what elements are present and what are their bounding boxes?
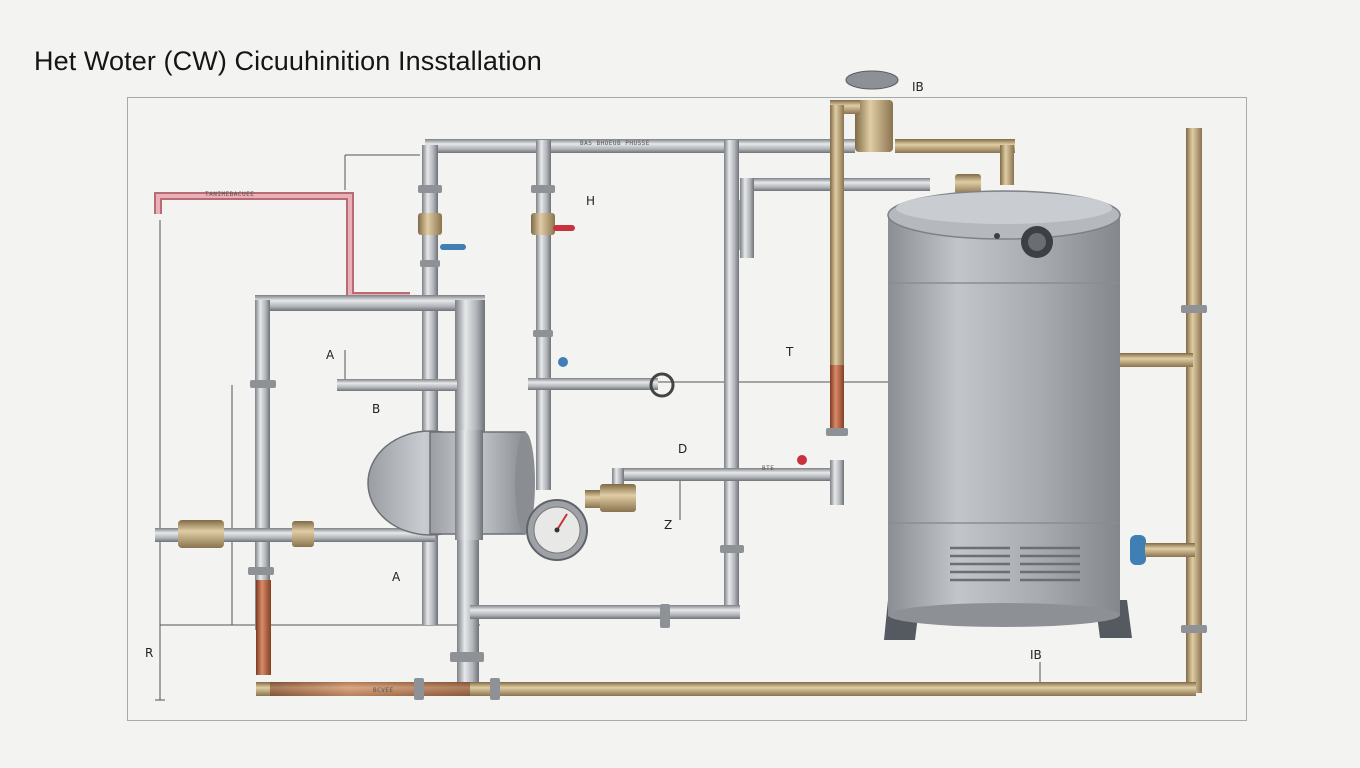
pipe-text-red: TANIMEBACUEE (205, 191, 255, 198)
label-a-left: A (326, 348, 335, 362)
valve-handles (440, 70, 1146, 565)
diagram-frame (127, 97, 1247, 721)
label-r-left: R (145, 646, 154, 660)
pipe-couplings (248, 185, 1207, 700)
pipe-text-tee: BTE (762, 465, 775, 472)
label-t-mid: T (786, 345, 794, 359)
tank-vent-grille (950, 546, 1080, 582)
diagram-title: Het Woter (CW) Cicuuhinition Insstallati… (34, 46, 542, 76)
label-z-mid: Z (664, 518, 673, 532)
pipe-text-bottom: BCVEE (373, 687, 394, 694)
label-h-upper: H (586, 194, 596, 208)
label-d-mid: D (678, 442, 688, 456)
label-ib-bottom: IB (1030, 648, 1042, 662)
brass-fittings (178, 100, 981, 548)
pipe-text-top: BAS BHOEUB PHUSSE (580, 140, 650, 147)
label-ib-top: IB (912, 80, 924, 94)
water-heater-tank (884, 190, 1132, 640)
steel-pipes (155, 139, 930, 685)
pump-housing (367, 430, 535, 540)
label-b-left: B (372, 402, 381, 416)
label-a-lower: A (392, 570, 401, 584)
hot-water-line (154, 192, 410, 300)
copper-pipes (256, 360, 844, 675)
